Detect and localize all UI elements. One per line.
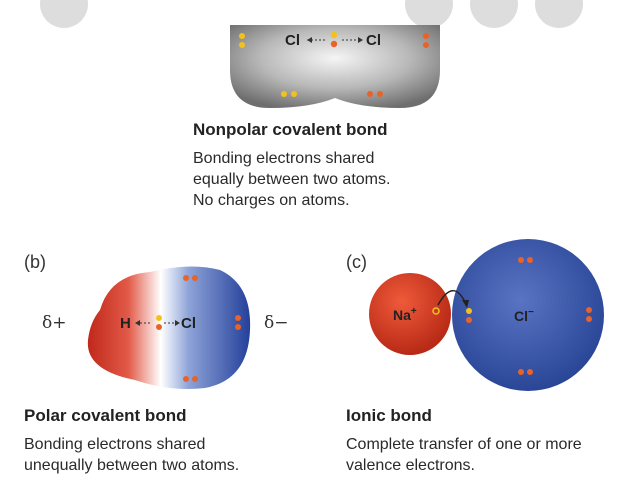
transfer-arrow	[437, 290, 466, 306]
panel-c-letter: (c)	[346, 252, 367, 272]
shared-electron-1	[330, 31, 338, 39]
cl-atom-label: Cl	[181, 315, 196, 332]
delta-minus: δ−	[264, 313, 289, 333]
cl-right-label: Cl	[366, 32, 381, 49]
delta-plus: δ+	[42, 313, 67, 333]
shared-electron-1	[156, 315, 162, 321]
ionic-bond-diagram: Na+ Cl−	[369, 239, 604, 391]
cl-left-label: Cl	[285, 32, 300, 49]
panel-b-letter: (b)	[24, 252, 46, 272]
overlay-chip-left	[40, 0, 88, 28]
hcl-electron-cloud	[87, 266, 251, 389]
vacated-electron-position	[432, 307, 440, 315]
sodium-ion	[369, 273, 451, 355]
nonpolar-title: Nonpolar covalent bond	[193, 120, 388, 139]
nonpolar-desc-line: equally between two atoms.	[193, 171, 391, 188]
nonpolar-molecule-diagram: Cl Cl	[230, 25, 440, 108]
polar-desc-line: unequally between two atoms.	[24, 457, 240, 474]
ionic-desc-line: Complete transfer of one or more	[346, 436, 582, 453]
nonpolar-desc-line: Bonding electrons shared	[193, 150, 375, 167]
ionic-title: Ionic bond	[346, 406, 432, 425]
polar-molecule-diagram: H Cl	[87, 266, 251, 389]
overlay-chip-right	[535, 0, 583, 28]
ionic-desc-line: valence electrons.	[346, 457, 475, 474]
polar-desc-line: Bonding electrons shared	[24, 436, 206, 453]
h-atom-label: H	[120, 315, 131, 332]
cl2-electron-cloud	[230, 25, 440, 108]
chloride-label: Cl−	[514, 307, 534, 324]
ionic-description: Complete transfer of one or more valence…	[346, 434, 582, 476]
overlay-chip-mid-2	[470, 0, 518, 28]
sodium-label: Na+	[393, 306, 417, 323]
polar-title: Polar covalent bond	[24, 406, 187, 425]
transferred-electron	[466, 308, 472, 314]
shared-electron-2	[330, 40, 338, 48]
chloride-ion	[452, 239, 604, 391]
nonpolar-description: Bonding electrons shared equally between…	[193, 148, 390, 211]
nonpolar-desc-line: No charges on atoms.	[193, 192, 350, 209]
polar-description: Bonding electrons shared unequally betwe…	[24, 434, 239, 476]
shared-electron-2	[156, 324, 162, 330]
